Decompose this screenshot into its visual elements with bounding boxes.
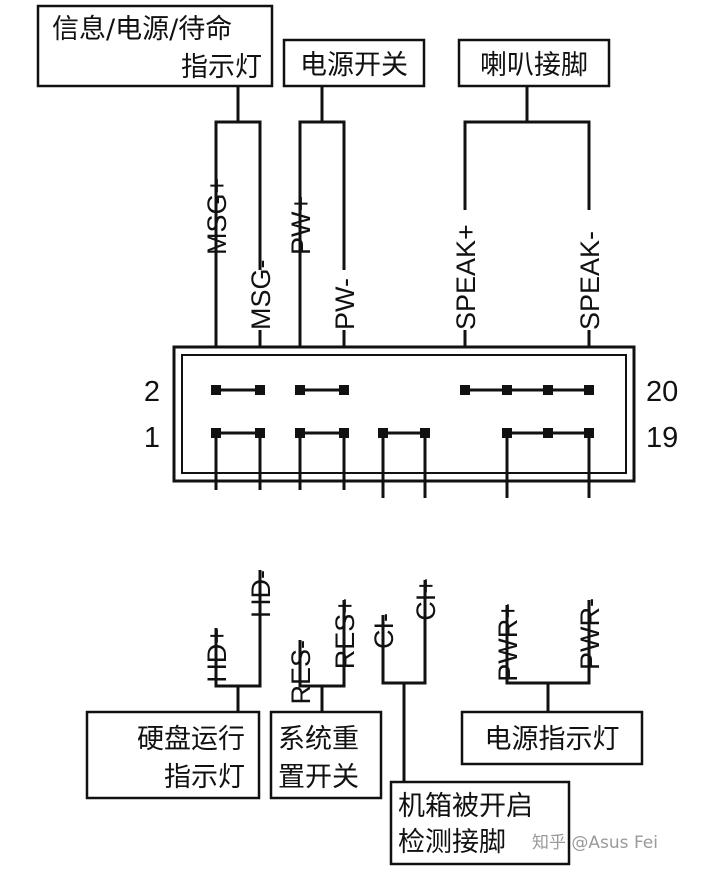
power-switch-box: 电源开关 bbox=[282, 38, 426, 88]
pin-label-speak-plus: SPEAK+ bbox=[451, 224, 481, 330]
power-led-label: 电源指示灯 bbox=[485, 724, 620, 755]
pin-numbers: 2 1 20 19 bbox=[144, 376, 678, 454]
pin-label-res-minus: RES- bbox=[286, 640, 316, 705]
status-led-label-line1: 信息/电源/待命 bbox=[52, 14, 232, 45]
pin-number-1: 1 bbox=[144, 422, 160, 454]
status-led-label-line2: 指示灯 bbox=[181, 52, 262, 83]
pin bbox=[339, 385, 349, 395]
pin-label-ci-plus: CI+ bbox=[411, 578, 441, 621]
pin bbox=[584, 385, 594, 395]
reset-switch-box: 系统重 置开关 bbox=[269, 710, 383, 800]
pin-number-20: 20 bbox=[646, 376, 678, 408]
reset-label-line1: 系统重 bbox=[278, 724, 359, 755]
hdd-led-box: 硬盘运行 指示灯 bbox=[85, 710, 261, 800]
pin-label-pw-minus: PW- bbox=[330, 278, 360, 330]
pin-header bbox=[172, 345, 636, 483]
pin-label-msg-minus: MSG- bbox=[246, 260, 276, 331]
pin-label-pwr-plus: PWR+ bbox=[493, 603, 523, 682]
power-switch-label: 电源开关 bbox=[300, 50, 408, 81]
pin-row-top bbox=[211, 385, 594, 395]
pin bbox=[502, 385, 512, 395]
pin bbox=[460, 385, 470, 395]
hdd-led-label-line1: 硬盘运行 bbox=[137, 724, 245, 755]
reset-label-line2: 置开关 bbox=[278, 762, 359, 793]
status-led-box: 信息/电源/待命 指示灯 bbox=[36, 4, 274, 88]
speaker-box: 喇叭接脚 bbox=[457, 38, 611, 88]
pin bbox=[295, 385, 305, 395]
pin bbox=[543, 385, 553, 395]
pin-number-19: 19 bbox=[646, 422, 678, 454]
pin-label-hd-minus: HD- bbox=[246, 570, 276, 618]
pin-label-speak-minus: SPEAK- bbox=[575, 231, 605, 330]
power-led-box: 电源指示灯 bbox=[460, 710, 644, 766]
pin-number-2: 2 bbox=[144, 376, 160, 408]
pin bbox=[255, 385, 265, 395]
chassis-intrusion-box: 机箱被开启 检测接脚 bbox=[389, 780, 571, 866]
pin bbox=[543, 428, 553, 438]
pin-label-pw-plus: PW+ bbox=[286, 196, 316, 255]
speaker-label: 喇叭接脚 bbox=[480, 50, 588, 81]
top-pin-labels: MSG+ MSG- PW+ PW- SPEAK+ SPEAK- bbox=[202, 178, 605, 330]
bottom-pin-labels: HD+ HD- RES- RES+ CI- CI+ PWR+ PWR- bbox=[202, 570, 605, 705]
top-wires bbox=[214, 86, 591, 390]
pin-label-res-plus: RES+ bbox=[330, 598, 360, 669]
watermark: 知乎 @Asus Fei bbox=[532, 833, 658, 853]
chassis-label-line1: 机箱被开启 bbox=[398, 791, 533, 822]
pin-label-msg-plus: MSG+ bbox=[202, 178, 232, 255]
pin bbox=[211, 385, 221, 395]
pin-label-ci-minus: CI- bbox=[369, 613, 399, 649]
chassis-label-line2: 检测接脚 bbox=[398, 827, 506, 858]
hdd-led-label-line2: 指示灯 bbox=[164, 762, 245, 793]
bottom-wires bbox=[214, 433, 591, 782]
pin-label-pwr-minus: PWR- bbox=[575, 598, 605, 670]
pin-label-hd-plus: HD+ bbox=[202, 628, 232, 683]
